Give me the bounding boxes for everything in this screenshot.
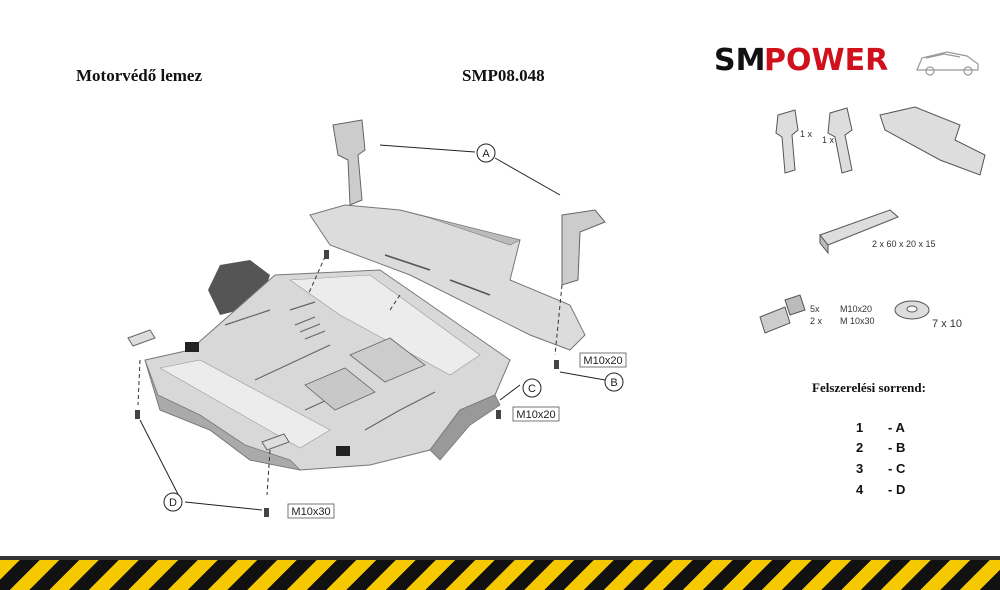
- callout-b: B: [604, 372, 624, 392]
- part-bracket-2-qty: 1 x: [822, 135, 835, 145]
- svg-text:M10x20: M10x20: [516, 409, 555, 421]
- spacer-plate-left: [127, 329, 156, 347]
- car-silhouette-icon: [916, 51, 979, 76]
- order-title: Felszerelési sorrend:: [812, 380, 926, 395]
- order-step: 1 - A: [856, 420, 905, 435]
- bracket-left: [332, 119, 366, 206]
- order-step-num: 4: [856, 482, 864, 497]
- order-step-label: - B: [888, 440, 906, 455]
- smpower-logo: SM POWER: [714, 43, 979, 78]
- part-bracket-1: [775, 109, 799, 174]
- skid-plate: [144, 269, 511, 471]
- product-code: SMP08.048: [462, 66, 545, 85]
- spacer-plate-bottom: [261, 433, 290, 451]
- part-washer-icon: [894, 300, 930, 320]
- hazard-stripe: [0, 560, 1000, 590]
- svg-text:B: B: [610, 377, 617, 389]
- bolt-size-1: M10x20: [840, 304, 872, 314]
- cross-rail: [309, 204, 586, 351]
- svg-text:A: A: [482, 148, 490, 160]
- order-step-num: 2: [856, 440, 864, 455]
- part-bolt-icon: [759, 294, 806, 334]
- svg-text:M10x30: M10x30: [291, 506, 330, 518]
- bolt-qty-1: 5x: [810, 304, 820, 314]
- part-spacer-label: 2 x 60 x 20 x 15: [872, 239, 936, 249]
- order-step-label: - C: [888, 461, 906, 476]
- callout-d: D: [163, 492, 183, 512]
- callout-a: A: [476, 143, 496, 163]
- svg-text:D: D: [169, 497, 177, 509]
- order-step-num: 1: [856, 420, 864, 435]
- bolts: [135, 250, 559, 517]
- part-bracket-2: [827, 107, 853, 174]
- svg-text:M10x20: M10x20: [583, 355, 622, 367]
- order-step-label: - D: [888, 482, 906, 497]
- svg-text:C: C: [528, 383, 536, 395]
- order-step: 4 - D: [856, 482, 905, 497]
- bolt-label-1: M10x20: [579, 352, 627, 368]
- callout-c: C: [522, 378, 542, 398]
- part-cross-rail: [879, 106, 986, 176]
- callout-leaders: [139, 144, 606, 511]
- logo-text-power: POWER: [764, 43, 888, 78]
- logo-text-sm: SM: [714, 43, 765, 78]
- bolt-qty-2: 2 x: [810, 316, 823, 326]
- order-step: 3 - C: [856, 461, 905, 476]
- hazard-stripe-border: [0, 556, 1000, 561]
- exploded-assembly-diagram: A B C D M10x20 M10x20 M10x30: [127, 119, 627, 519]
- part-bracket-1-qty: 1 x: [800, 129, 813, 139]
- bolt-label-2: M10x20: [512, 406, 560, 422]
- order-step-num: 3: [856, 461, 864, 476]
- order-step: 2 - B: [856, 440, 905, 455]
- bracket-right: [561, 209, 606, 286]
- order-step-label: - A: [888, 420, 905, 435]
- product-title: Motorvédő lemez: [76, 66, 203, 85]
- washer-label: 7 x 10: [932, 318, 962, 330]
- bolt-size-2: M 10x30: [840, 316, 875, 326]
- bolt-label-3: M10x30: [287, 503, 335, 519]
- parts-list: 1 x 1 x 2 x 60 x 20 x 15 5x 2 x M10x20 M…: [759, 106, 986, 334]
